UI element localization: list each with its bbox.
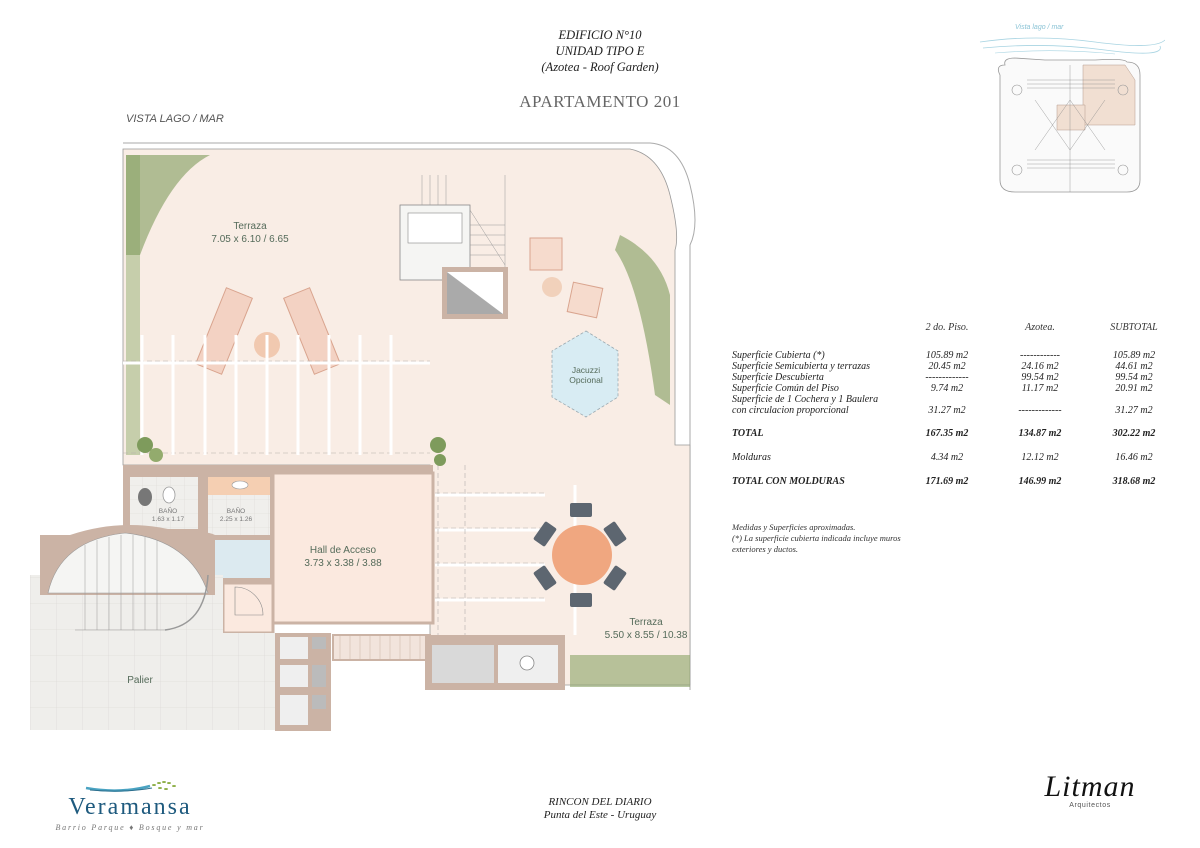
note-line: (*) La superficie cubierta indicada incl…: [732, 533, 901, 543]
location: RINCON DEL DIARIO Punta del Este - Urugu…: [520, 796, 680, 822]
row-label: Superficie Descubierta: [732, 372, 824, 383]
row-label: Superficie de 1 Cochera y 1 Baulera: [732, 394, 879, 405]
unit-subtitle: (Azotea - Roof Garden): [541, 60, 659, 74]
room-dims: 2.25 x 1.26: [219, 516, 253, 523]
total-con-molduras-row: TOTAL CON MOLDURAS 171.69 m2 146.99 m2 3…: [732, 476, 1172, 487]
note-line: exteriores y ductos.: [732, 544, 799, 554]
cell-piso: 31.27 m2: [928, 405, 966, 416]
cell-subtotal: 105.89 m2: [1112, 350, 1156, 361]
note-line: Medidas y Superficies aproximadas.: [732, 522, 856, 532]
cell-subtotal: 44.61 m2: [1115, 361, 1153, 372]
cell-piso: 167.35 m2: [925, 428, 969, 439]
cell-azotea: -------------: [1018, 405, 1062, 416]
room-terraza-bottom: Terraza 5.50 x 8.55 / 10.38: [586, 616, 706, 642]
room-hall-de-acceso: Hall de Acceso 3.73 x 3.38 / 3.88: [283, 544, 403, 570]
row-label: Molduras: [732, 452, 771, 463]
cell-azotea: 99.54 m2: [1021, 372, 1059, 383]
row-label: con circulacion proporcional: [732, 405, 849, 416]
cell-piso: 4.34 m2: [930, 452, 964, 463]
molduras-row: Molduras 4.34 m2 12.12 m2 16.46 m2: [732, 452, 1172, 463]
row-label: Superficie Cubierta (*): [732, 350, 825, 361]
cell-piso: -------------: [925, 372, 969, 383]
room-dims: 3.73 x 3.38 / 3.88: [304, 558, 382, 569]
cell-subtotal: 16.46 m2: [1115, 452, 1153, 463]
room-bano-2: BAÑO 2.25 x 1.26: [205, 508, 267, 524]
key-plan-drawing: [979, 37, 1165, 193]
area-notes: Medidas y Superficies aproximadas. (*) L…: [732, 522, 952, 555]
brand-name: Veramansa: [68, 794, 192, 820]
table-row: Superficie Descubierta ------------- 99.…: [732, 372, 1172, 383]
room-dims: 7.05 x 6.10 / 6.65: [211, 234, 289, 245]
cell-azotea: 134.87 m2: [1018, 428, 1062, 439]
cell-azotea: ------------: [1020, 350, 1060, 361]
row-label: TOTAL: [732, 428, 764, 439]
cell-piso: 171.69 m2: [925, 476, 969, 487]
total-row: TOTAL 167.35 m2 134.87 m2 302.22 m2: [732, 428, 1172, 439]
room-dims: 1.63 x 1.17: [151, 516, 185, 523]
cell-subtotal: 318.68 m2: [1112, 476, 1156, 487]
area-table-header: 2 do. Piso. Azotea. SUBTOTAL: [732, 322, 1172, 342]
room-bano-1: BAÑO 1.63 x 1.17: [132, 508, 204, 524]
row-label: Superficie Semicubierta y terrazas: [732, 361, 871, 372]
cell-azotea: 11.17 m2: [1021, 383, 1059, 394]
table-row: Superficie Cubierta (*) 105.89 m2 ------…: [732, 350, 1172, 361]
row-label: Superficie Común del Piso: [732, 383, 839, 394]
location-line-2: Punta del Este - Uruguay: [543, 809, 657, 821]
architect-label: Arquitectos: [1069, 802, 1111, 809]
architect-signature: Litman: [1044, 770, 1136, 803]
table-row: Superficie Semicubierta y terrazas 20.45…: [732, 361, 1172, 372]
table-row: Superficie Común del Piso 9.74 m2 11.17 …: [732, 383, 1172, 394]
room-name: Terraza: [233, 221, 267, 232]
table-row: Superficie de 1 Cochera y 1 Baulera: [732, 394, 1172, 405]
area-table: 2 do. Piso. Azotea. SUBTOTAL Superficie …: [732, 322, 1172, 487]
room-dims: Opcional: [569, 375, 603, 385]
veramansa-logo: Veramansa Barrio Parque ♦ Bosque y mar: [50, 778, 210, 832]
room-palier: Palier: [127, 675, 153, 686]
room-name: BAÑO: [226, 508, 246, 515]
building-title: EDIFICIO N°10: [558, 28, 642, 42]
floor-plan: [30, 142, 696, 731]
view-label: VISTA LAGO / MAR: [126, 113, 224, 125]
room-terraza-top: Terraza 7.05 x 6.10 / 6.65: [200, 220, 300, 246]
apartment-title: APARTAMENTO 201: [519, 92, 681, 111]
architect-logo: Litman Arquitectos: [1020, 770, 1160, 809]
cell-piso: 20.45 m2: [928, 361, 966, 372]
table-row: con circulacion proporcional 31.27 m2 --…: [732, 405, 1172, 418]
cell-subtotal: 302.22 m2: [1112, 428, 1156, 439]
room-name: Terraza: [629, 617, 663, 628]
cell-azotea: 24.16 m2: [1021, 361, 1059, 372]
cell-subtotal: 31.27 m2: [1115, 405, 1153, 416]
room-name: Hall de Acceso: [309, 545, 377, 556]
column-header-piso: 2 do. Piso.: [925, 322, 969, 333]
unit-type: UNIDAD TIPO E: [555, 44, 645, 58]
room-name: BAÑO: [158, 508, 178, 515]
room-name: Jacuzzi: [571, 365, 601, 375]
cell-piso: 9.74 m2: [930, 383, 964, 394]
column-header-azotea: Azotea.: [1025, 322, 1055, 333]
room-dims: 5.50 x 8.55 / 10.38: [604, 630, 688, 641]
room-jacuzzi: Jacuzzi Opcional: [546, 365, 626, 385]
column-header-subtotal: SUBTOTAL: [1110, 322, 1158, 333]
key-plan: Vista lago / mar: [975, 20, 1165, 210]
wave-leaf-icon: [85, 781, 176, 792]
cell-subtotal: 99.54 m2: [1115, 372, 1153, 383]
cell-azotea: 12.12 m2: [1021, 452, 1059, 463]
cell-subtotal: 20.91 m2: [1115, 383, 1153, 394]
row-label: TOTAL CON MOLDURAS: [732, 476, 845, 487]
cell-piso: 105.89 m2: [925, 350, 969, 361]
brand-tagline: Barrio Parque ♦ Bosque y mar: [55, 823, 205, 832]
cell-azotea: 146.99 m2: [1018, 476, 1062, 487]
location-line-1: RINCON DEL DIARIO: [548, 796, 652, 808]
key-plan-view-label: Vista lago / mar: [1015, 24, 1064, 31]
